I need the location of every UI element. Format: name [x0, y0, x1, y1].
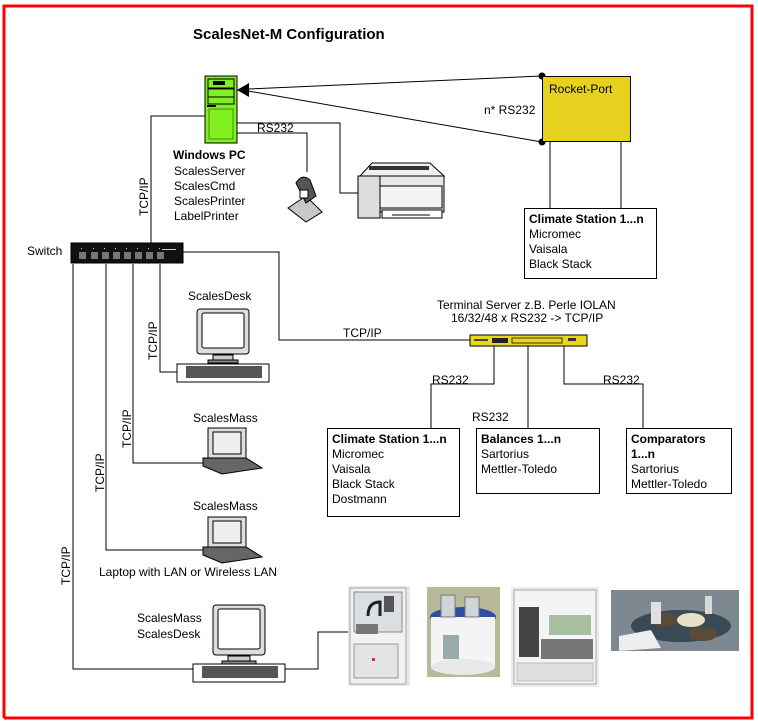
rs232-label: RS232	[257, 121, 294, 135]
link-switch-mass2	[105, 264, 205, 551]
automated-weighing-system-photo	[511, 587, 599, 687]
balances-item: Sartorius	[481, 447, 530, 461]
rs232-label: RS232	[472, 410, 509, 424]
climate-station-item: Micromec	[332, 447, 385, 461]
balances-box: Balances 1...n Sartorius Mettler-Toledo	[476, 428, 600, 494]
link-pc-switch	[150, 115, 205, 244]
workstation-label-2: ScalesDesk	[137, 627, 201, 641]
tcpip-label: TCP/IP	[146, 321, 160, 360]
rs232-label: RS232	[432, 373, 469, 387]
link-switch-workstation	[72, 264, 193, 670]
climate-station-item: Vaisala	[529, 242, 568, 256]
arrowhead	[237, 83, 249, 97]
climate-station-item: Black Stack	[529, 257, 592, 271]
balances-item: Mettler-Toledo	[481, 462, 558, 476]
climate-station-top-box: Climate Station 1...n Micromec Vaisala B…	[524, 208, 657, 279]
page-title: ScalesNet-M Configuration	[193, 26, 385, 43]
laptop-icon	[202, 516, 264, 564]
robotic-mass-comparator-cabinet-photo	[348, 586, 410, 686]
desktop-computer-icon	[192, 604, 286, 683]
rocket-port-box: Rocket-Port	[542, 76, 631, 142]
link-rocketport-bottom	[247, 90, 543, 143]
link-switch-terminal	[183, 251, 470, 341]
windows-pc-heading: Windows PC	[173, 148, 246, 162]
scalesdesk-label: ScalesDesk	[188, 289, 252, 303]
comparators-item: Mettler-Toledo	[631, 477, 708, 491]
laptop-icon	[202, 427, 264, 475]
link-pc-laser-printer	[237, 122, 360, 194]
climate-station-bottom-box: Climate Station 1...n Micromec Vaisala B…	[327, 428, 460, 517]
climate-station-item: Vaisala	[332, 462, 371, 476]
climate-station-heading: Climate Station 1...n	[332, 432, 447, 446]
laser-printer-icon	[357, 162, 446, 219]
windows-pc-software: ScalesCmd	[174, 179, 236, 193]
windows-pc-software: ScalesPrinter	[174, 194, 246, 208]
terminal-link-label: TCP/IP	[343, 326, 382, 340]
climate-station-item: Dostmann	[332, 492, 387, 506]
comparators-heading: Comparators	[631, 432, 706, 446]
terminal-server-icon	[469, 334, 588, 347]
desktop-tower-icon	[204, 75, 238, 144]
link-workstation-machines	[285, 631, 349, 670]
tcpip-label: TCP/IP	[120, 409, 134, 448]
laptop-caption: Laptop with LAN or Wireless LAN	[99, 565, 278, 579]
climate-station-item: Micromec	[529, 227, 582, 241]
switch-label: Switch	[27, 244, 63, 258]
link-switch-mass1	[132, 264, 205, 464]
rs232-label: RS232	[603, 373, 640, 387]
balances-heading: Balances 1...n	[481, 432, 562, 446]
carousel-comparator-photo	[427, 587, 500, 677]
label-printer-icon	[287, 176, 323, 223]
link-pc-label-printer	[237, 132, 308, 172]
link-switch-desk	[159, 264, 177, 373]
tcpip-label: TCP/IP	[137, 177, 151, 216]
comparators-heading-count: 1...n	[631, 447, 656, 461]
frame-border	[2, 4, 754, 720]
terminal-server-line1: Terminal Server z.B. Perle IOLAN	[437, 298, 616, 312]
link-terminal-climate	[430, 346, 495, 428]
windows-pc-software: ScalesServer	[174, 164, 246, 178]
link-terminal-comparators	[563, 346, 644, 428]
desktop-computer-icon	[176, 308, 270, 383]
scalesmass-label: ScalesMass	[193, 411, 258, 425]
scalesmass-label: ScalesMass	[193, 499, 258, 513]
comparators-box: Comparators 1...n Sartorius Mettler-Tole…	[626, 428, 732, 494]
workstation-label-1: ScalesMass	[137, 611, 202, 625]
tcpip-label: TCP/IP	[59, 546, 73, 585]
terminal-server-line2: 16/32/48 x RS232 -> TCP/IP	[451, 311, 604, 325]
network-switch-icon	[70, 242, 184, 264]
climate-station-heading: Climate Station 1...n	[529, 212, 644, 226]
rocket-port-label: Rocket-Port	[549, 82, 613, 96]
rocket-port-link-label: n* RS232	[484, 103, 536, 117]
weight-handler-turntable-photo	[611, 590, 739, 651]
tcpip-label: TCP/IP	[93, 453, 107, 492]
link-rocketport-top	[247, 75, 543, 90]
windows-pc-software: LabelPrinter	[174, 209, 239, 223]
comparators-item: Sartorius	[631, 462, 680, 476]
climate-station-item: Black Stack	[332, 477, 395, 491]
